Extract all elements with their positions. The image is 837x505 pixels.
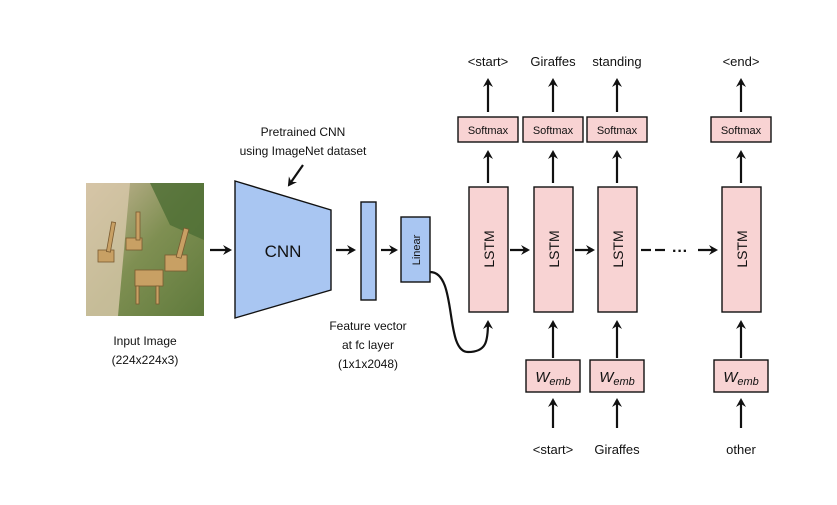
cnn-note-pointer: [287, 164, 304, 187]
softmax-box: [522, 116, 584, 143]
cnn-note-line1: Pretrained CNN: [261, 125, 346, 139]
lstm-label: LSTM: [481, 230, 497, 267]
input-word: <start>: [533, 442, 573, 457]
embedding-label: Wemb: [723, 369, 759, 388]
embedding-label: Wemb: [535, 369, 571, 388]
feature-vector-line3: (1x1x2048): [338, 357, 398, 371]
ellipsis: ···: [672, 243, 688, 260]
embedding-box: [589, 359, 645, 393]
feature-vector-line1: Feature vector: [329, 319, 406, 333]
softmax-label: Softmax: [597, 125, 638, 137]
softmax-label: Softmax: [533, 125, 574, 137]
cnn-block: [234, 180, 332, 319]
input-image: [86, 183, 204, 316]
output-word: <end>: [723, 54, 760, 69]
softmax-label: Softmax: [721, 125, 762, 137]
lstm-column-3: LSTM Softmax standing Wemb Giraffes: [586, 54, 648, 457]
softmax-box: [710, 116, 772, 143]
softmax-box: [586, 116, 648, 143]
lstm-column-2: LSTM Softmax Giraffes Wemb <start>: [522, 54, 584, 457]
lstm-label: LSTM: [546, 230, 562, 267]
feature-vector-block: [360, 201, 377, 301]
input-image-caption-line1: Input Image: [113, 334, 177, 348]
embedding-box: [713, 359, 769, 393]
cnn-label: CNN: [265, 242, 302, 261]
embedding-label: Wemb: [599, 369, 635, 388]
linear-block: [400, 216, 431, 283]
lstm-column-last: LSTM Softmax <end> Wemb other: [710, 54, 772, 457]
feature-vector-line2: at fc layer: [342, 338, 394, 352]
softmax-box: [457, 116, 519, 143]
output-word: Giraffes: [530, 54, 576, 69]
arrow-linear-to-lstm: [429, 270, 493, 354]
lstm-cell: [468, 186, 509, 313]
cnn-note-line2: using ImageNet dataset: [240, 144, 367, 158]
lstm-cell: [597, 186, 638, 313]
lstm-column-1: LSTM Softmax <start>: [457, 54, 519, 313]
output-word: <start>: [468, 54, 508, 69]
lstm-cell: [721, 186, 762, 313]
embedding-box: [525, 359, 581, 393]
input-word: other: [726, 442, 756, 457]
lstm-label: LSTM: [734, 230, 750, 267]
input-image-caption-line2: (224x224x3): [112, 353, 179, 367]
lstm-cell: [533, 186, 574, 313]
output-word: standing: [592, 54, 641, 69]
input-word: Giraffes: [594, 442, 640, 457]
linear-label: Linear: [411, 234, 423, 265]
softmax-label: Softmax: [468, 125, 509, 137]
lstm-label: LSTM: [610, 230, 626, 267]
